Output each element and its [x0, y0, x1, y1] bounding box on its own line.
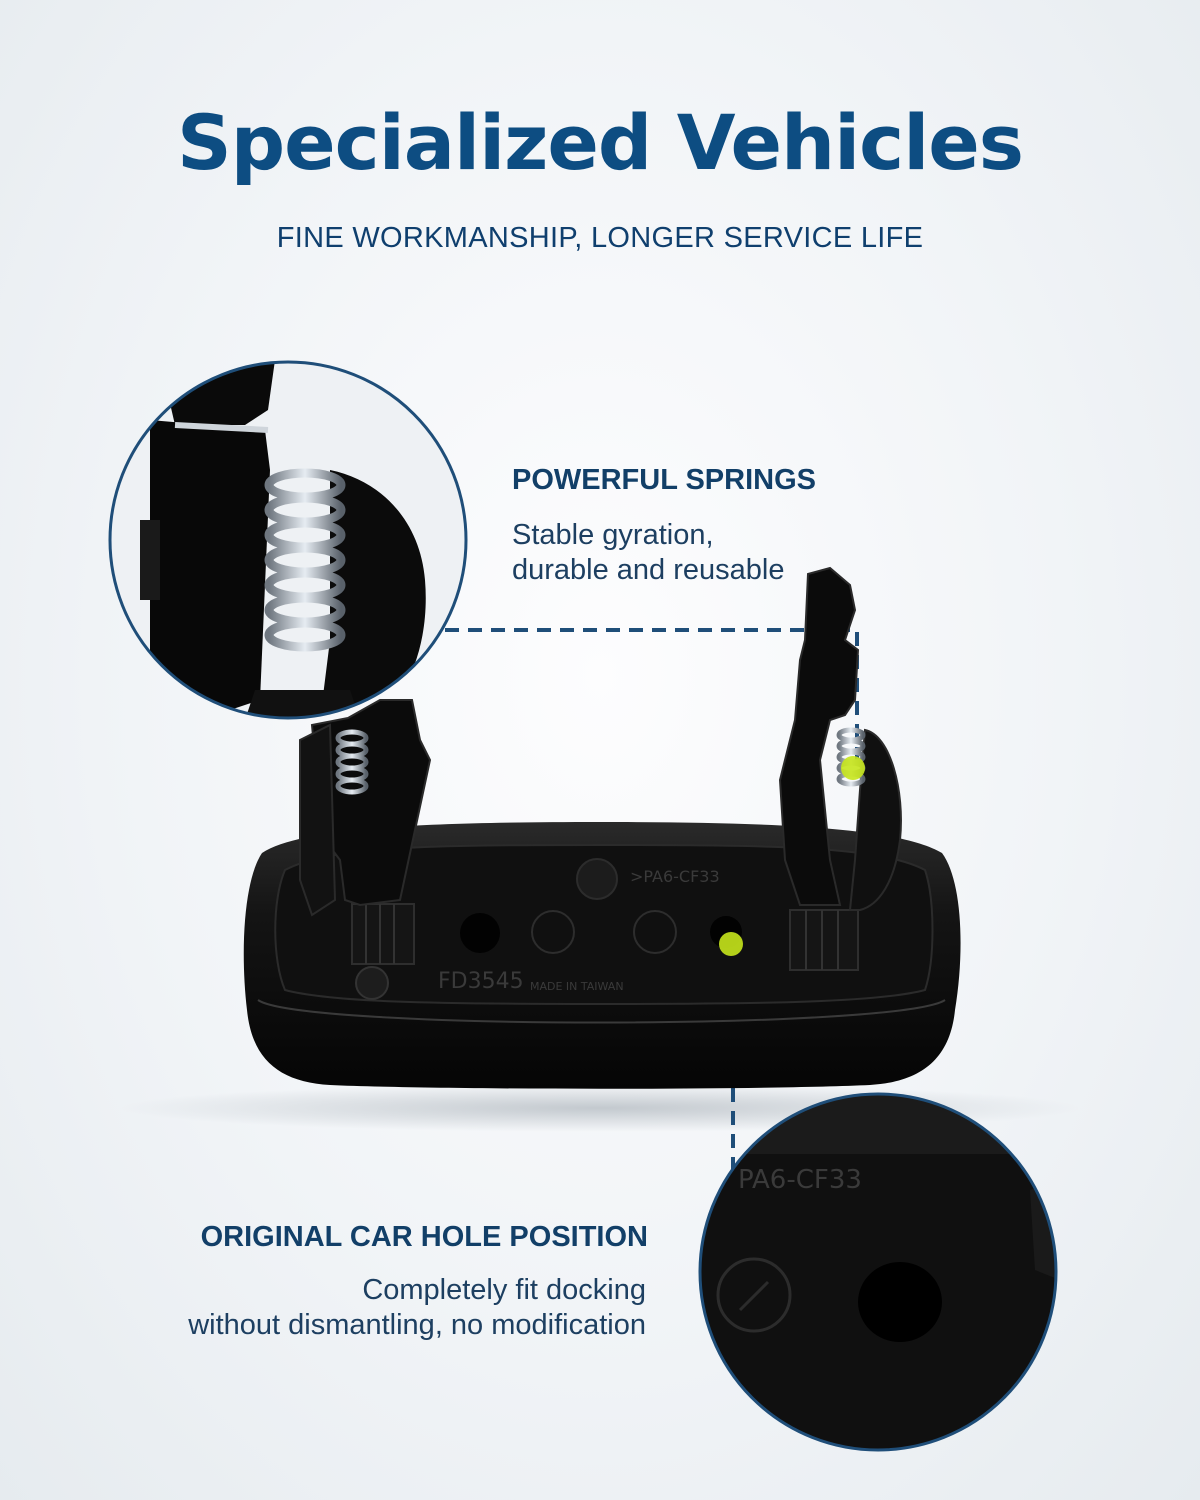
hole-position-description-line: without dismantling, no modification — [188, 1309, 646, 1341]
springs-description-line: durable and reusable — [512, 554, 785, 586]
tailgate-handle: >PA6-CF33 FD3545 MADE IN TAIWAN — [243, 566, 961, 1089]
springs-description: Stable gyration, durable and reusable — [512, 518, 852, 588]
part-number-mark: FD3545 — [438, 969, 524, 994]
spring-highlight-dot — [841, 756, 865, 780]
spring-zoom-circle — [108, 360, 468, 720]
hole-position-description-line: Completely fit docking — [362, 1274, 646, 1306]
connector-lines — [445, 628, 859, 1176]
material-mark: >PA6-CF33 — [630, 867, 720, 886]
hole-highlight-dot — [719, 932, 743, 956]
zoom-material-mark: PA6-CF33 — [738, 1165, 862, 1195]
page-subtitle: FINE WORKMANSHIP, LONGER SERVICE LIFE — [276, 222, 924, 254]
hole-position-description: Completely fit docking without dismantli… — [86, 1273, 646, 1343]
page-title: Specialized Vehicles — [176, 98, 1024, 187]
hole-zoom-circle: PA6-CF33 — [698, 1092, 1058, 1452]
hole-position-heading: ORIGINAL CAR HOLE POSITION — [200, 1221, 648, 1253]
springs-description-line: Stable gyration, — [512, 519, 714, 551]
springs-heading: POWERFUL SPRINGS — [512, 464, 816, 496]
origin-mark: MADE IN TAIWAN — [530, 980, 624, 993]
